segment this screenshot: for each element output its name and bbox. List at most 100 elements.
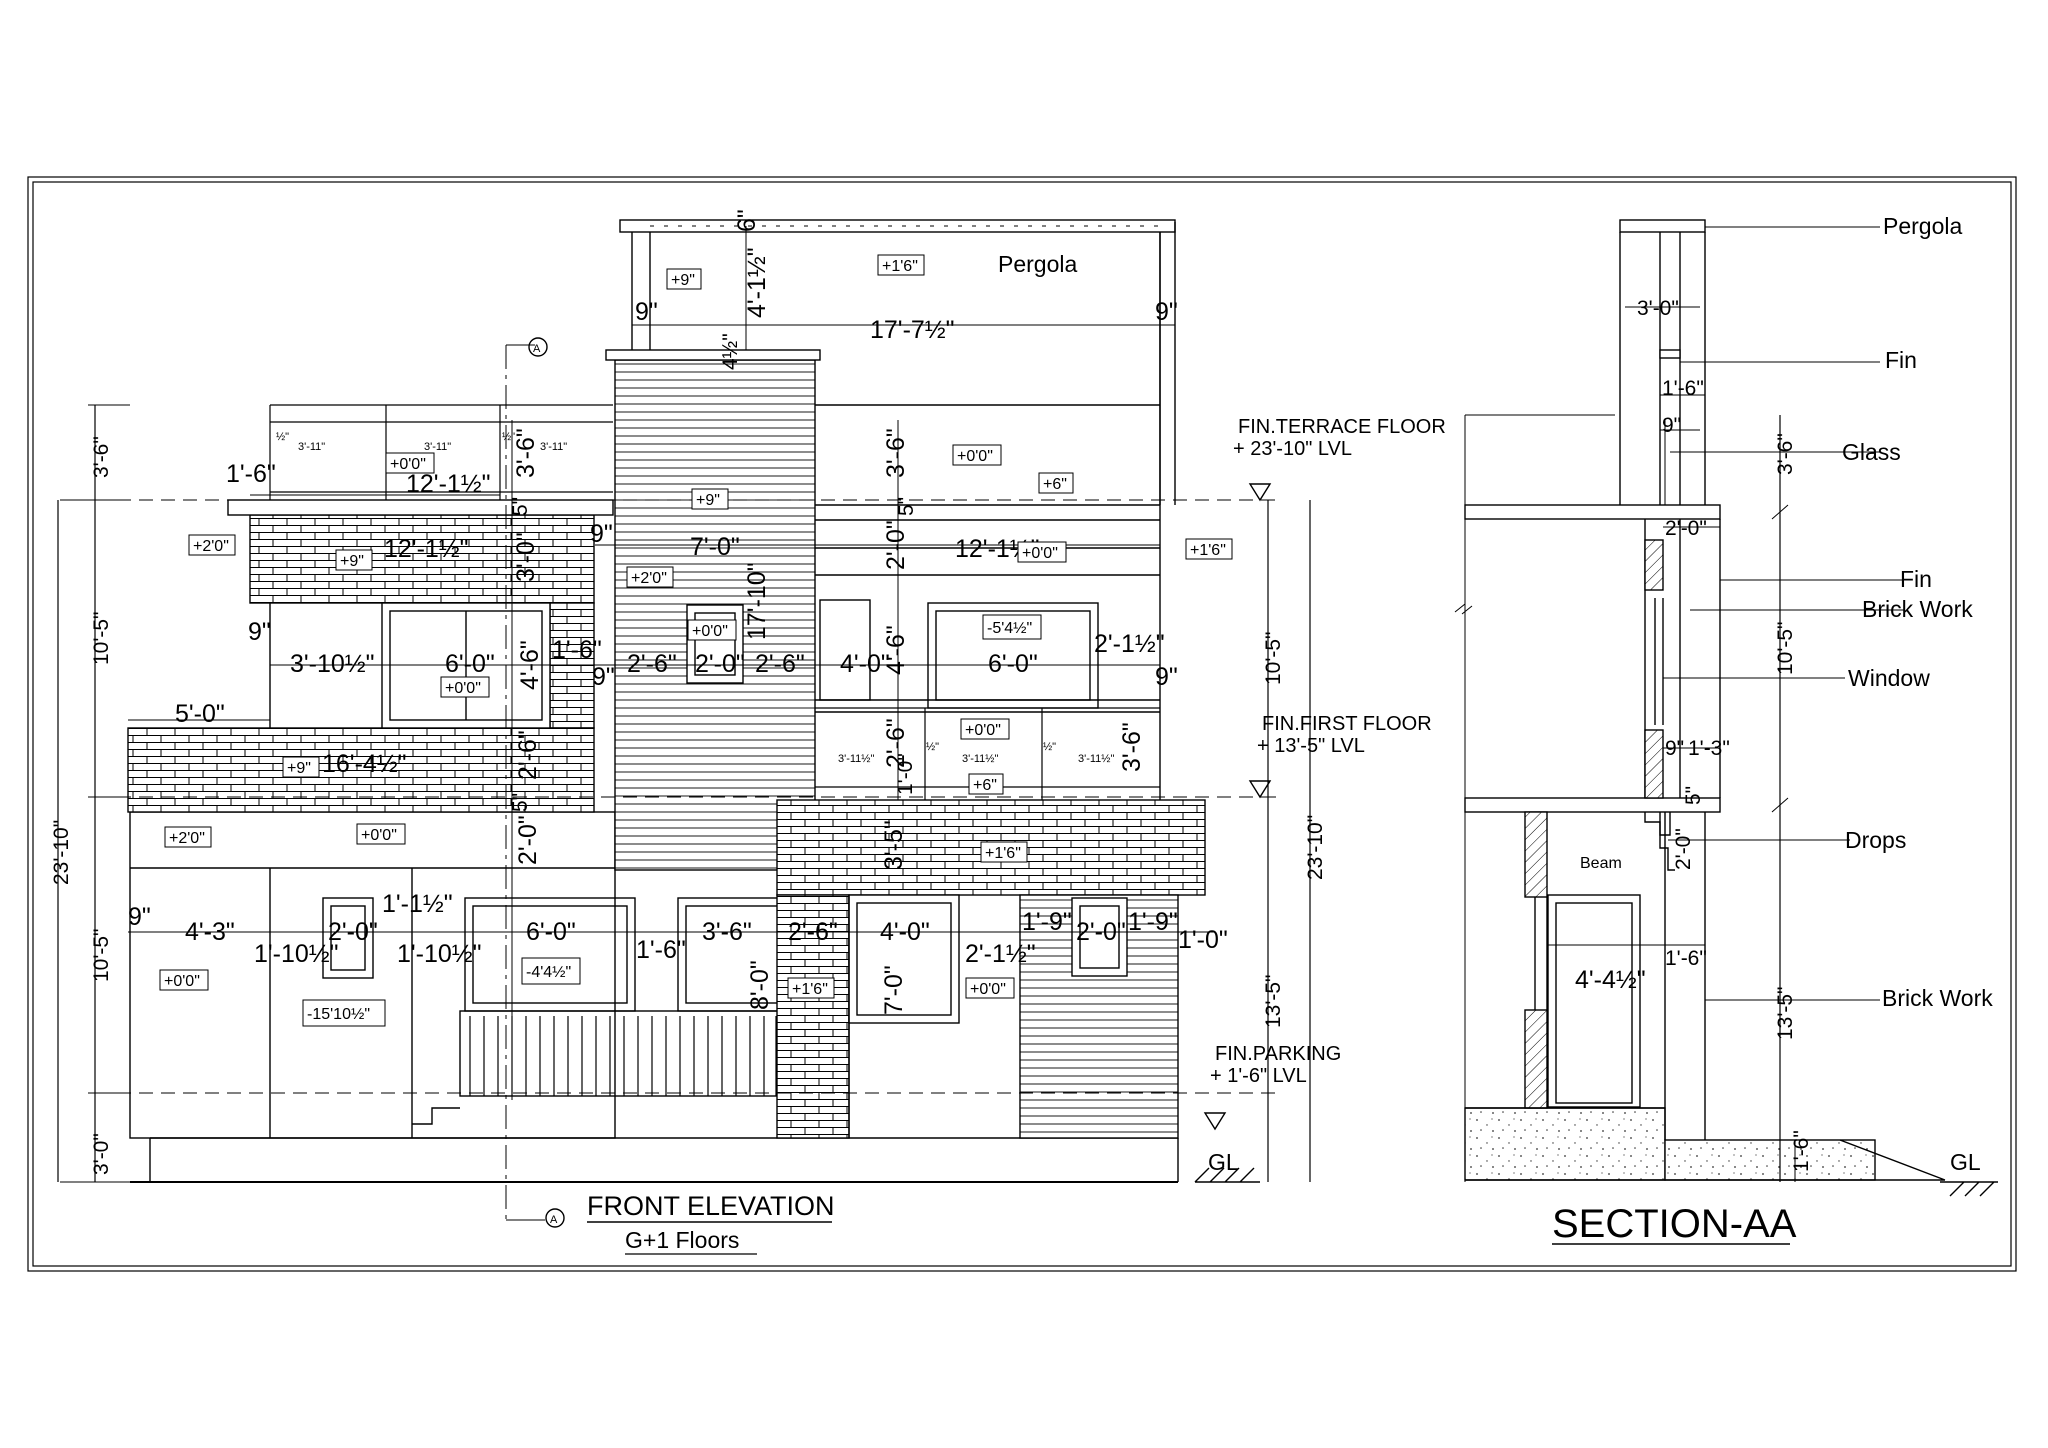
dim-text: 6'-0" — [526, 918, 576, 946]
dim-text: 23'-10" — [1304, 815, 1327, 880]
gate — [459, 1010, 783, 1097]
dim-text: 1'-6" — [1665, 947, 1707, 970]
svg-text:+2'0": +2'0" — [631, 570, 667, 587]
dim-text: 12'-1½" — [406, 470, 491, 498]
dim-text: 1'-0" — [1178, 926, 1228, 954]
svg-text:+9": +9" — [287, 760, 311, 777]
level-name: FIN.PARKING — [1215, 1043, 1341, 1065]
dim-text: 17'-10" — [743, 562, 771, 640]
window — [686, 604, 744, 684]
earth-fill — [1464, 1107, 1666, 1181]
level-tag: +0'0" — [687, 619, 737, 641]
svg-text:+0'0": +0'0" — [361, 827, 397, 844]
outer-border — [27, 176, 2017, 1272]
svg-text:+0'0": +0'0" — [957, 448, 993, 465]
dim-text: 10'-5" — [90, 612, 113, 666]
dim-text: 5" — [895, 497, 918, 516]
svg-text:+2'0": +2'0" — [193, 538, 229, 555]
dim-text: 5" — [1682, 786, 1705, 805]
dim-text: 1'-9" — [1128, 908, 1178, 936]
window — [464, 897, 636, 1012]
brick-hatch — [1644, 729, 1664, 799]
level-tag: +9" — [335, 549, 373, 571]
dim-text: 10'-5" — [1774, 622, 1797, 676]
dim-text: 10'-5" — [1262, 632, 1285, 686]
dim-text: 23'-10" — [50, 820, 73, 885]
level-tag: +2'0" — [188, 534, 236, 556]
dim-text: 2'-1½" — [965, 940, 1036, 968]
earth-fill — [1664, 1139, 1876, 1181]
svg-text:+1'6": +1'6" — [985, 845, 1021, 862]
svg-text:+9": +9" — [671, 272, 695, 289]
brick-hatch — [1524, 1009, 1548, 1109]
dim-text: 3'-6" — [512, 428, 540, 478]
svg-text:+1'6": +1'6" — [1190, 542, 1226, 559]
level-tag: -5'4½" — [982, 614, 1042, 640]
svg-text:+9": +9" — [696, 492, 720, 509]
callout-brick-work: Brick Work — [1862, 596, 1973, 622]
dim-text: 4'-0" — [880, 918, 930, 946]
dim-text: 12'-1½" — [384, 535, 469, 563]
dim-text: 2'-1½" — [1094, 630, 1165, 658]
dim-text: 1'-0" — [894, 753, 917, 795]
svg-text:+1'6": +1'6" — [882, 258, 918, 275]
inner-border — [32, 181, 2012, 1267]
level-tag: +2'0" — [626, 566, 674, 588]
svg-text:+6": +6" — [973, 777, 997, 794]
level-tag: +9" — [691, 488, 729, 510]
dim-text: 10'-5" — [90, 929, 113, 983]
dim-text: 3'-11½" — [838, 753, 874, 765]
svg-text:+9": +9" — [340, 553, 364, 570]
section-labels: Pergola Fin Glass Fin Brick Work Window … — [1552, 213, 1993, 1246]
level-tag: +0'0" — [965, 977, 1015, 999]
brick-hatch — [1524, 811, 1548, 898]
section-aa — [1454, 219, 1998, 1197]
dim-text: 4'-3" — [185, 918, 235, 946]
callout-drops: Drops — [1845, 827, 1906, 853]
pergola-cap — [1619, 219, 1706, 233]
level-tag: +0'0" — [952, 444, 1002, 466]
dim-text: 6'-0" — [445, 650, 495, 678]
level-value: + 23'-10" LVL — [1233, 438, 1352, 460]
dim-text: 9" — [635, 298, 658, 326]
section-marker: A — [550, 1214, 558, 1226]
dim-text: 2'-0" — [1076, 918, 1126, 946]
dim-text: 3'-6" — [1118, 722, 1146, 772]
window — [1071, 897, 1128, 977]
dim-text: 4'-6" — [882, 625, 910, 675]
level-tag: +0'0" — [960, 718, 1010, 740]
level-tag: +6" — [1038, 472, 1074, 494]
svg-text:+0'0": +0'0" — [390, 456, 426, 473]
dim-text: ½" — [926, 741, 939, 753]
dim-text: 2'-6" — [755, 650, 805, 678]
dim-text: 1'-6" — [552, 636, 602, 664]
level-tag: +0'0" — [356, 823, 406, 845]
window — [1547, 894, 1641, 1108]
dim-text: 1'-6" — [1790, 1130, 1813, 1172]
dim-text: 1'-6" — [636, 936, 686, 964]
svg-text:-4'4½": -4'4½" — [526, 964, 571, 981]
dim-text: 3'-5" — [880, 820, 908, 870]
dim-text: 3'-11" — [540, 441, 567, 453]
svg-text:+1'6": +1'6" — [792, 981, 828, 998]
level-tag: -4'4½" — [521, 957, 581, 985]
level-value: + 1'-6" LVL — [1210, 1065, 1307, 1087]
pergola-beam — [619, 219, 1176, 233]
dim-text: 3'-11½" — [962, 753, 998, 765]
level-tag: +0'0" — [385, 452, 435, 474]
dim-text: 3'-6" — [90, 436, 113, 478]
callout-glass: Glass — [1842, 439, 1901, 465]
dim-text: ½" — [1043, 741, 1056, 753]
svg-text:+0'0": +0'0" — [965, 722, 1001, 739]
dim-text: 2'-0" — [328, 918, 378, 946]
level-tag: +6" — [968, 773, 1004, 795]
level-tag: +1'6" — [1185, 538, 1233, 560]
dim-text: 3'-11½" — [1078, 753, 1114, 765]
dim-text: 2'-0" — [1672, 828, 1695, 870]
dim-text: 2'-0" — [1665, 517, 1707, 540]
dim-text: 13'-5" — [1262, 975, 1285, 1029]
dim-text: 5'-0" — [175, 700, 225, 728]
dim-text: 9" — [590, 520, 613, 548]
window — [322, 897, 374, 979]
dim-text: 2'-0" — [882, 520, 910, 570]
